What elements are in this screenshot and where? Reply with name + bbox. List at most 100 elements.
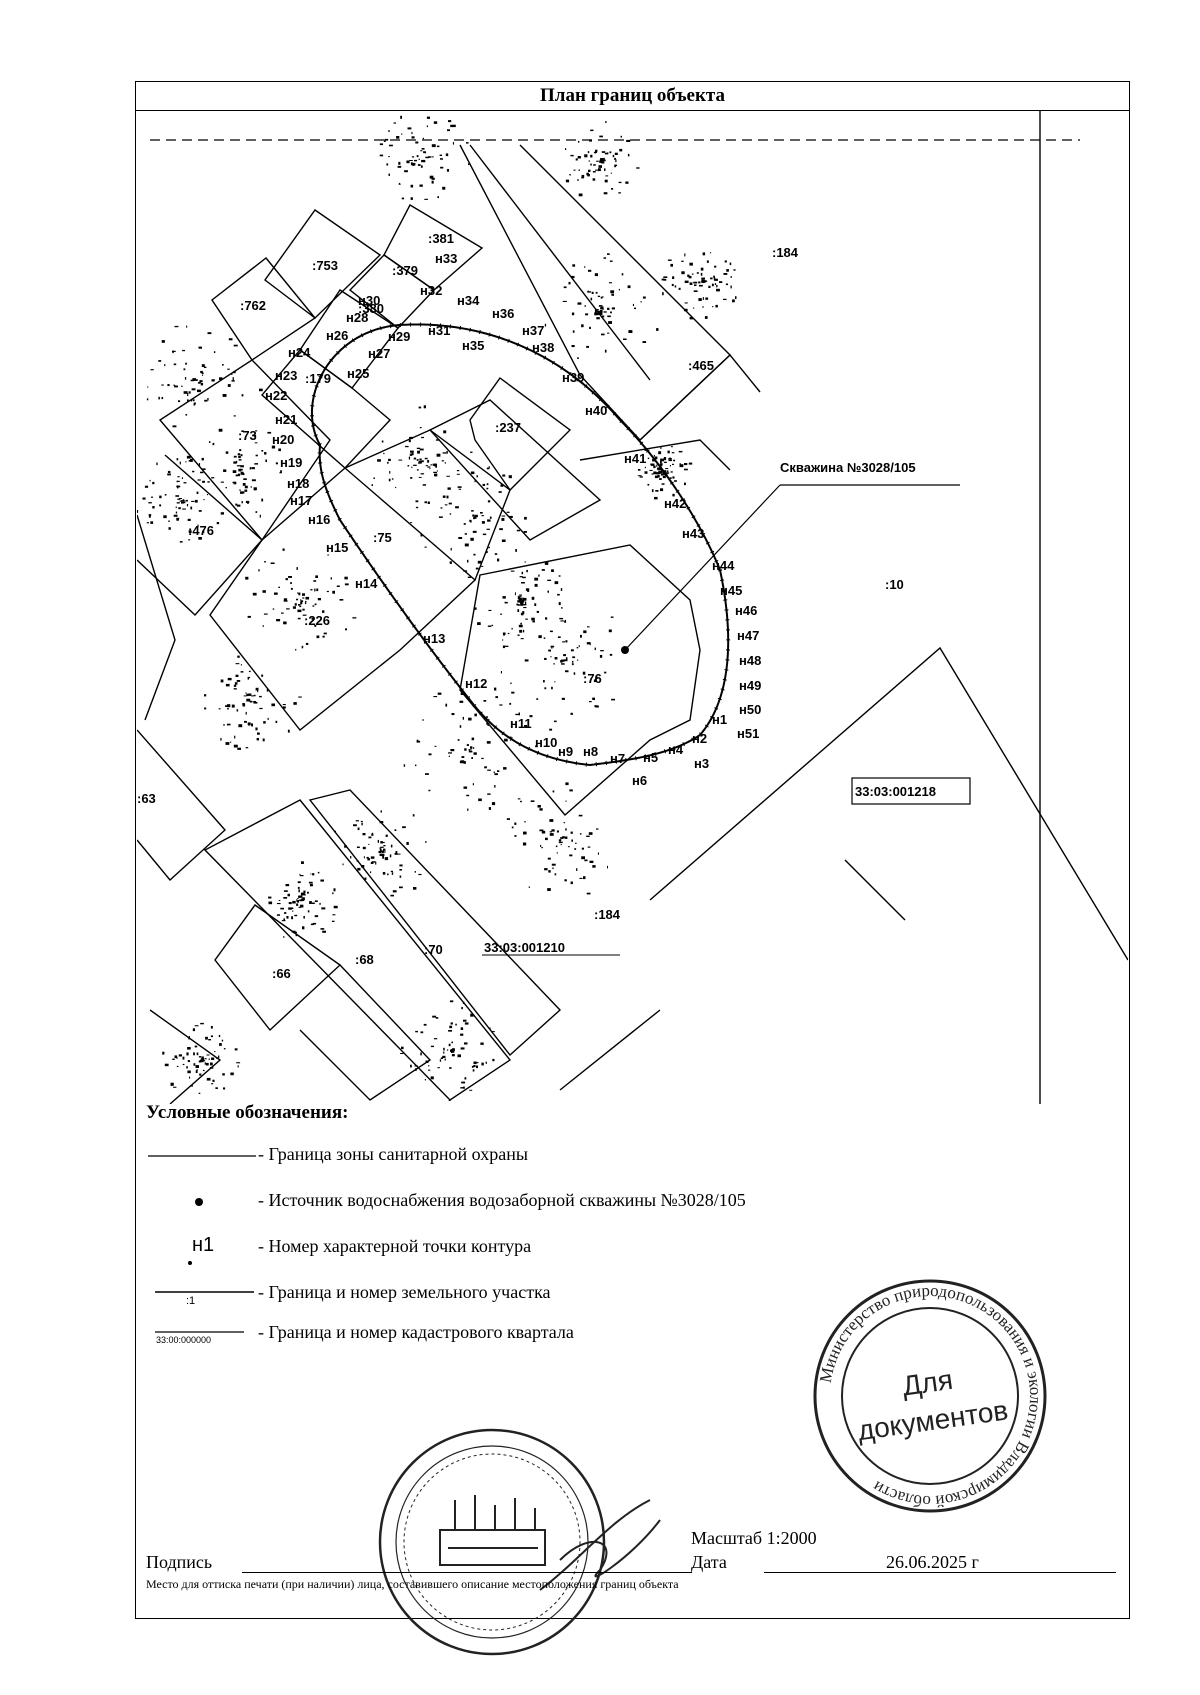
terrain-speck <box>183 501 186 504</box>
terrain-speck <box>446 450 448 454</box>
terrain-speck <box>660 488 664 492</box>
terrain-speck <box>286 608 290 610</box>
terrain-speck <box>586 835 590 837</box>
terrain-speck <box>297 900 299 903</box>
terrain-speck <box>430 464 432 466</box>
terrain-speck <box>714 265 717 268</box>
legend-text-quarter: - Граница и номер кадастрового квартала <box>258 1322 574 1342</box>
terrain-speck <box>507 632 510 635</box>
terrain-speck <box>299 875 304 877</box>
terrain-speck <box>225 705 229 707</box>
terrain-speck <box>637 469 641 471</box>
terrain-speck <box>471 1065 474 1068</box>
signature-label: Подпись <box>146 1552 213 1572</box>
terrain-speck <box>657 473 661 474</box>
terrain-speck <box>383 452 385 455</box>
parcel-label: :184 <box>772 245 799 260</box>
terrain-speck <box>150 521 154 524</box>
terrain-speck <box>294 914 298 917</box>
terrain-speck <box>232 481 235 484</box>
terrain-speck <box>451 713 455 716</box>
terrain-speck <box>415 1068 417 1071</box>
terrain-speck <box>564 836 568 839</box>
contour-point-label: н42 <box>664 496 686 511</box>
terrain-speck <box>459 760 463 764</box>
terrain-speck <box>285 578 288 581</box>
quarter-label-1218: 33:03:001218 <box>855 784 936 799</box>
terrain-speck <box>233 461 237 464</box>
terrain-speck <box>494 785 496 788</box>
terrain-speck <box>559 617 564 620</box>
terrain-speck <box>448 752 452 754</box>
terrain-speck <box>541 830 546 834</box>
terrain-speck <box>481 757 484 760</box>
terrain-speck <box>486 483 489 486</box>
terrain-speck <box>660 458 664 462</box>
terrain-speck <box>384 857 389 861</box>
terrain-speck <box>390 870 393 873</box>
terrain-speck <box>570 649 574 652</box>
terrain-speck <box>235 503 238 506</box>
terrain-speck <box>447 487 451 490</box>
terrain-speck <box>237 473 241 477</box>
terrain-speck <box>428 789 431 792</box>
terrain-speck <box>178 498 182 499</box>
terrain-speck <box>205 1036 208 1040</box>
terrain-speck <box>452 124 456 128</box>
terrain-speck <box>702 281 704 284</box>
terrain-speck <box>595 291 598 294</box>
map-area: Скважина №3028/105 33:03:001218 33:03:00… <box>137 110 1128 1104</box>
terrain-speck <box>733 269 736 271</box>
terrain-speck <box>241 501 243 504</box>
terrain-speck <box>419 184 423 187</box>
terrain-speck <box>241 394 244 397</box>
terrain-speck <box>607 307 610 310</box>
terrain-speck <box>473 607 477 610</box>
terrain-speck <box>525 601 527 605</box>
terrain-speck <box>246 698 250 702</box>
terrain-speck <box>391 872 394 875</box>
well-label: Скважина №3028/105 <box>780 460 916 475</box>
terrain-speck <box>183 368 186 371</box>
terrain-speck <box>488 466 490 468</box>
terrain-speck <box>523 607 527 609</box>
terrain-speck <box>474 514 478 518</box>
terrain-speck <box>531 617 535 621</box>
terrain-speck <box>395 851 398 854</box>
terrain-speck <box>298 895 303 898</box>
terrain-speck <box>607 253 610 255</box>
terrain-speck <box>587 151 590 154</box>
terrain-speck <box>194 499 198 503</box>
terrain-speck <box>290 582 292 584</box>
terrain-speck <box>592 178 596 181</box>
terrain-speck <box>193 379 198 381</box>
terrain-speck <box>626 139 631 142</box>
terrain-speck <box>312 922 317 925</box>
terrain-speck <box>511 826 514 829</box>
terrain-speck <box>552 790 555 793</box>
terrain-speck <box>524 725 528 728</box>
terrain-speck <box>383 140 386 142</box>
terrain-speck <box>296 598 299 601</box>
terrain-speck <box>595 676 598 679</box>
terrain-speck <box>361 822 363 826</box>
terrain-speck <box>293 702 297 705</box>
terrain-speck <box>544 868 548 871</box>
terrain-speck <box>684 308 688 312</box>
contour-point-label: н17 <box>290 493 312 508</box>
terrain-speck <box>248 670 251 673</box>
terrain-speck <box>458 537 463 539</box>
terrain-speck <box>659 463 663 466</box>
terrain-speck <box>586 172 589 176</box>
terrain-speck <box>474 480 476 483</box>
terrain-speck <box>500 484 504 487</box>
terrain-speck <box>222 394 227 397</box>
terrain-speck <box>688 275 692 279</box>
terrain-speck <box>152 506 155 509</box>
terrain-speck <box>361 865 365 868</box>
terrain-speck <box>649 469 653 471</box>
terrain-speck <box>276 914 280 916</box>
terrain-speck <box>321 907 326 910</box>
terrain-speck <box>459 725 462 728</box>
terrain-speck <box>173 363 177 366</box>
